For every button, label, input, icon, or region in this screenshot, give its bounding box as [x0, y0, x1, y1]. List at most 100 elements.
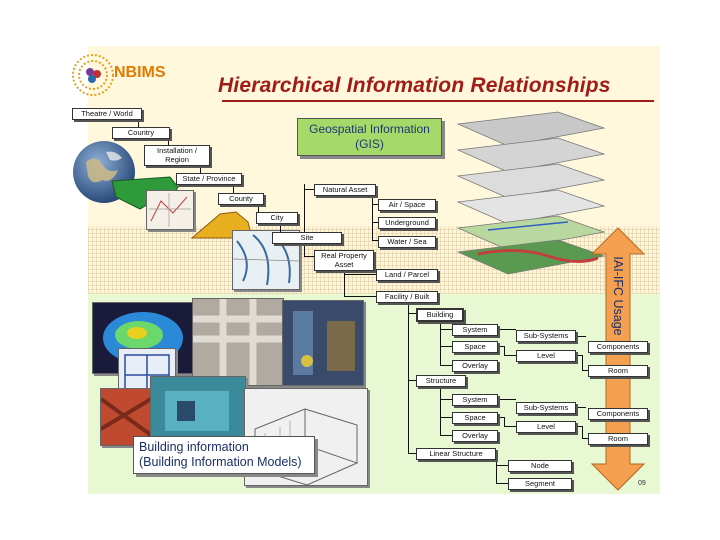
usage-arrow-label-wrap: IAI-IFC Usage — [606, 244, 630, 344]
node-land-parcel: Land / Parcel — [376, 269, 438, 281]
bim-box-line2: (Building Information Models) — [139, 455, 302, 469]
connector — [440, 365, 452, 366]
connector — [574, 336, 586, 337]
node-b-space: Space — [452, 341, 498, 353]
node-facility-built: Facility / Built — [376, 291, 438, 303]
node-county: County — [218, 193, 264, 205]
connector — [574, 426, 582, 427]
node-b-sub-systems: Sub-Systems — [516, 330, 576, 342]
connector — [440, 329, 452, 330]
page-title: Hierarchical Information Relationships — [218, 74, 611, 97]
node-node: Node — [508, 460, 572, 472]
connector — [372, 222, 378, 223]
plant-photo — [282, 300, 364, 386]
node-s-components: Components — [588, 408, 648, 420]
site-map-image — [232, 230, 300, 290]
connector — [496, 399, 516, 400]
steel-photo — [100, 388, 152, 446]
connector — [440, 346, 452, 347]
connector — [504, 346, 505, 356]
node-country: Country — [112, 127, 170, 139]
node-city: City — [256, 212, 298, 224]
title-underline — [222, 100, 654, 102]
connector — [344, 296, 376, 297]
connector — [233, 185, 234, 197]
connector — [408, 453, 416, 454]
node-b-level: Level — [516, 350, 576, 362]
connector — [496, 346, 504, 347]
connector — [496, 465, 508, 466]
connector — [280, 224, 281, 234]
connector — [138, 117, 139, 135]
node-natural-asset: Natural Asset — [314, 184, 376, 196]
connector — [582, 426, 583, 438]
connector — [574, 407, 586, 408]
connector — [440, 399, 452, 400]
node-b-components: Components — [588, 341, 648, 353]
node-theatre-world: Theatre / World — [72, 108, 142, 120]
connector — [440, 435, 452, 436]
gis-box-line2: (GIS) — [355, 137, 384, 151]
connector — [496, 483, 508, 484]
connector — [440, 417, 452, 418]
connector — [168, 139, 169, 149]
node-building: Building — [416, 308, 464, 322]
node-b-system: System — [452, 324, 498, 336]
node-s-system: System — [452, 394, 498, 406]
node-underground: Underground — [378, 217, 436, 229]
connector — [372, 204, 378, 205]
connector — [408, 380, 416, 381]
node-air-space: Air / Space — [378, 199, 436, 211]
connector — [440, 386, 441, 436]
connector — [408, 313, 416, 314]
connector — [582, 438, 588, 439]
node-installation-region: Installation / Region — [144, 145, 210, 166]
node-s-room: Room — [588, 433, 648, 445]
connector — [582, 370, 588, 371]
connector — [372, 240, 378, 241]
connector — [574, 355, 582, 356]
connector — [304, 184, 305, 256]
connector — [258, 205, 259, 216]
connector — [504, 355, 516, 356]
node-b-overlay: Overlay — [452, 360, 498, 372]
connector — [504, 426, 516, 427]
gis-box-line1: Geospatial Information — [309, 122, 430, 136]
connector — [344, 265, 345, 297]
connector — [496, 458, 497, 484]
connector — [504, 417, 505, 426]
connector — [304, 256, 316, 257]
page-number: 09 — [638, 480, 646, 487]
node-s-level: Level — [516, 421, 576, 433]
connector — [372, 189, 373, 241]
node-linear-structure: Linear Structure — [416, 448, 496, 460]
node-segment: Segment — [508, 478, 572, 490]
node-real-property-asset: Real Property Asset — [314, 250, 374, 271]
bim-box-line1: Building information — [139, 440, 249, 454]
gis-box: Geospatial Information (GIS) — [297, 118, 442, 156]
node-s-space: Space — [452, 412, 498, 424]
node-b-room: Room — [588, 365, 648, 377]
connector — [496, 417, 504, 418]
usage-arrow-label: IAI-IFC Usage — [611, 256, 625, 336]
pipes-photo — [192, 298, 284, 386]
gis-layer-stack-image — [456, 111, 606, 275]
connector — [200, 165, 201, 177]
brand-name: NBIMS — [114, 64, 166, 81]
node-site: Site — [272, 232, 342, 244]
region-map-image — [146, 190, 194, 230]
node-s-overlay: Overlay — [452, 430, 498, 442]
bim-box: Building information (Building Informati… — [133, 436, 315, 474]
nbims-logo-icon — [72, 54, 114, 96]
node-structure: Structure — [416, 375, 466, 387]
connector — [408, 302, 409, 454]
connector — [496, 329, 516, 330]
usage-arrow-icon — [590, 227, 646, 491]
connector — [344, 274, 376, 275]
connector — [440, 318, 441, 366]
machinery-photo — [150, 376, 246, 446]
node-water-sea: Water / Sea — [378, 236, 436, 248]
node-s-sub-systems: Sub-Systems — [516, 402, 576, 414]
connector — [304, 189, 314, 190]
